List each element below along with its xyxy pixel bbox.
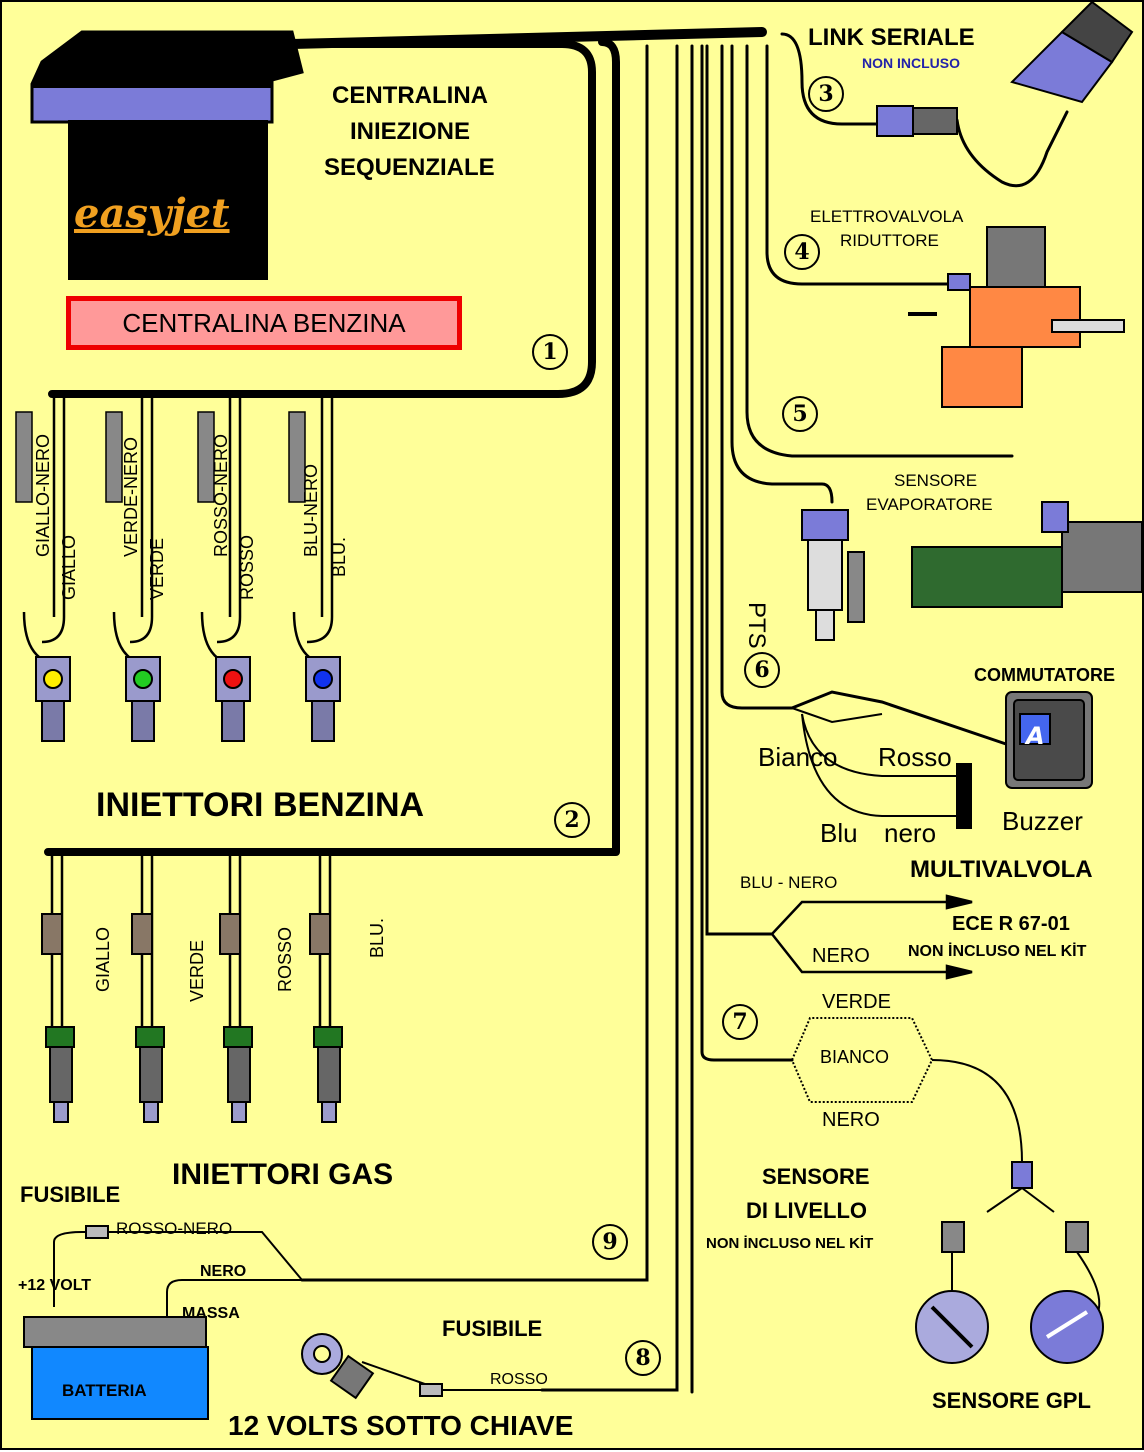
ecu-title-2: INIEZIONE xyxy=(350,118,471,145)
battery xyxy=(23,1225,443,1420)
evaporator xyxy=(911,501,1143,608)
gas-wire-2: VERDE xyxy=(187,939,207,1002)
petrol-injectors xyxy=(35,656,341,742)
ecu-title-3: SEQUENZIALE xyxy=(324,154,495,181)
pts-label: PTS xyxy=(743,602,770,649)
ecu-title-1: CENTRALINA xyxy=(332,82,488,109)
multivalve-wires xyxy=(771,894,973,980)
switch-wire-white: Bianco xyxy=(758,742,838,772)
ignition-label: 12 VOLTS SOTTO CHIAVE xyxy=(228,1410,574,1441)
petrol-wire-4-outer: BLU-NERO xyxy=(301,463,321,557)
number-9: 9 xyxy=(592,1224,628,1260)
wire-red-black: ROSSO-NERO xyxy=(116,1219,233,1238)
level-sensors xyxy=(915,1161,1104,1364)
buzzer-wire-blue: Blu xyxy=(820,818,858,848)
level-wire-top: VERDE xyxy=(822,991,891,1013)
level-sensor-wires xyxy=(790,1017,1101,1323)
number-4: 4 xyxy=(784,234,820,270)
number-8: 8 xyxy=(625,1340,661,1376)
buzzer-label: Buzzer xyxy=(1002,806,1083,836)
evaporator-line2: EVAPORATORE xyxy=(866,495,993,514)
multivalve-title: MULTIVALVOLA xyxy=(910,856,1093,883)
level-wire-mid: BIANCO xyxy=(820,1047,890,1067)
switch-a-icon: A xyxy=(1026,722,1045,750)
buzzer-wire-black: nero xyxy=(884,818,937,848)
reducer-line2: RIDUTTORE xyxy=(840,231,939,250)
level-wire-bottom: NERO xyxy=(822,1109,880,1131)
switch-title: COMMUTATORE xyxy=(974,665,1115,685)
gpl-sensor-label: SENSORE GPL xyxy=(932,1388,1091,1413)
number-3: 3 xyxy=(808,76,844,112)
multivalve-wire-bottom: NERO xyxy=(812,945,870,967)
easyjet-logo: easyjet xyxy=(74,190,230,237)
switch-unit xyxy=(791,690,1093,789)
petrol-injector-wires xyxy=(22,394,334,664)
multivalve-standard: ECE R 67-01 xyxy=(952,913,1070,935)
reducer-line1: ELETTROVALVOLA xyxy=(810,207,964,226)
ground-label: MASSA xyxy=(182,1305,240,1322)
evaporator-line1: SENSORE xyxy=(894,471,978,490)
serial-connector xyxy=(876,2,1134,137)
number-7: 7 xyxy=(722,1004,758,1040)
pts-sensor xyxy=(801,509,865,641)
petrol-connectors xyxy=(15,411,306,503)
petrol-wire-1-inner: GIALLO xyxy=(59,534,79,600)
gas-injectors xyxy=(41,913,343,1123)
plus-12-volt: +12 VOLT xyxy=(18,1277,92,1294)
wire-red: ROSSO xyxy=(490,1371,548,1388)
number-6: 6 xyxy=(744,652,780,688)
level-sensor-title-2: DI LIVELLO xyxy=(746,1198,867,1223)
fuse2-label: FUSIBILE xyxy=(442,1316,543,1341)
level-sensor-note: NON İNCLUSO NEL KİT xyxy=(706,1235,874,1252)
fuse-label: FUSIBILE xyxy=(20,1182,121,1207)
gas-wire-4: BLU. xyxy=(367,917,387,958)
petrol-wire-1-outer: GIALLO-NERO xyxy=(33,433,53,557)
main-harness xyxy=(44,27,767,856)
serial-link-title: LINK SERIALE xyxy=(808,24,975,51)
branch-wires xyxy=(300,32,1069,1394)
serial-link-note: NON INCLUSO xyxy=(862,55,960,71)
gas-wire-3: ROSSO xyxy=(275,926,295,992)
petrol-injectors-title: INIETTORI BENZINA xyxy=(96,786,425,824)
multivalve-wire-top: BLU - NERO xyxy=(740,873,838,892)
petrol-wire-2-inner: VERDE xyxy=(147,537,167,600)
buzzer xyxy=(801,713,972,829)
number-5: 5 xyxy=(782,396,818,432)
petrol-ecu-label: CENTRALINA BENZINA xyxy=(66,296,462,350)
gas-wire-1: GIALLO xyxy=(93,926,113,992)
battery-label: BATTERIA xyxy=(62,1381,147,1400)
number-2: 2 xyxy=(554,802,590,838)
wire-black: NERO xyxy=(200,1263,247,1280)
switch-wire-red: Rosso xyxy=(878,742,952,772)
injection-ecu xyxy=(30,30,304,280)
multivalve-note: NON İNCLUSO NEL KİT xyxy=(908,943,1087,960)
petrol-wire-3-outer: ROSSO-NERO xyxy=(211,433,231,557)
petrol-wire-4-inner: BLU. xyxy=(329,536,349,577)
petrol-wire-2-outer: VERDE-NERO xyxy=(121,436,141,557)
number-1: 1 xyxy=(532,334,568,370)
reducer xyxy=(908,226,1125,408)
gas-injectors-title: INIETTORI GAS xyxy=(172,1158,394,1191)
petrol-wire-3-inner: ROSSO xyxy=(237,534,257,600)
level-sensor-title-1: SENSORE xyxy=(762,1164,870,1189)
